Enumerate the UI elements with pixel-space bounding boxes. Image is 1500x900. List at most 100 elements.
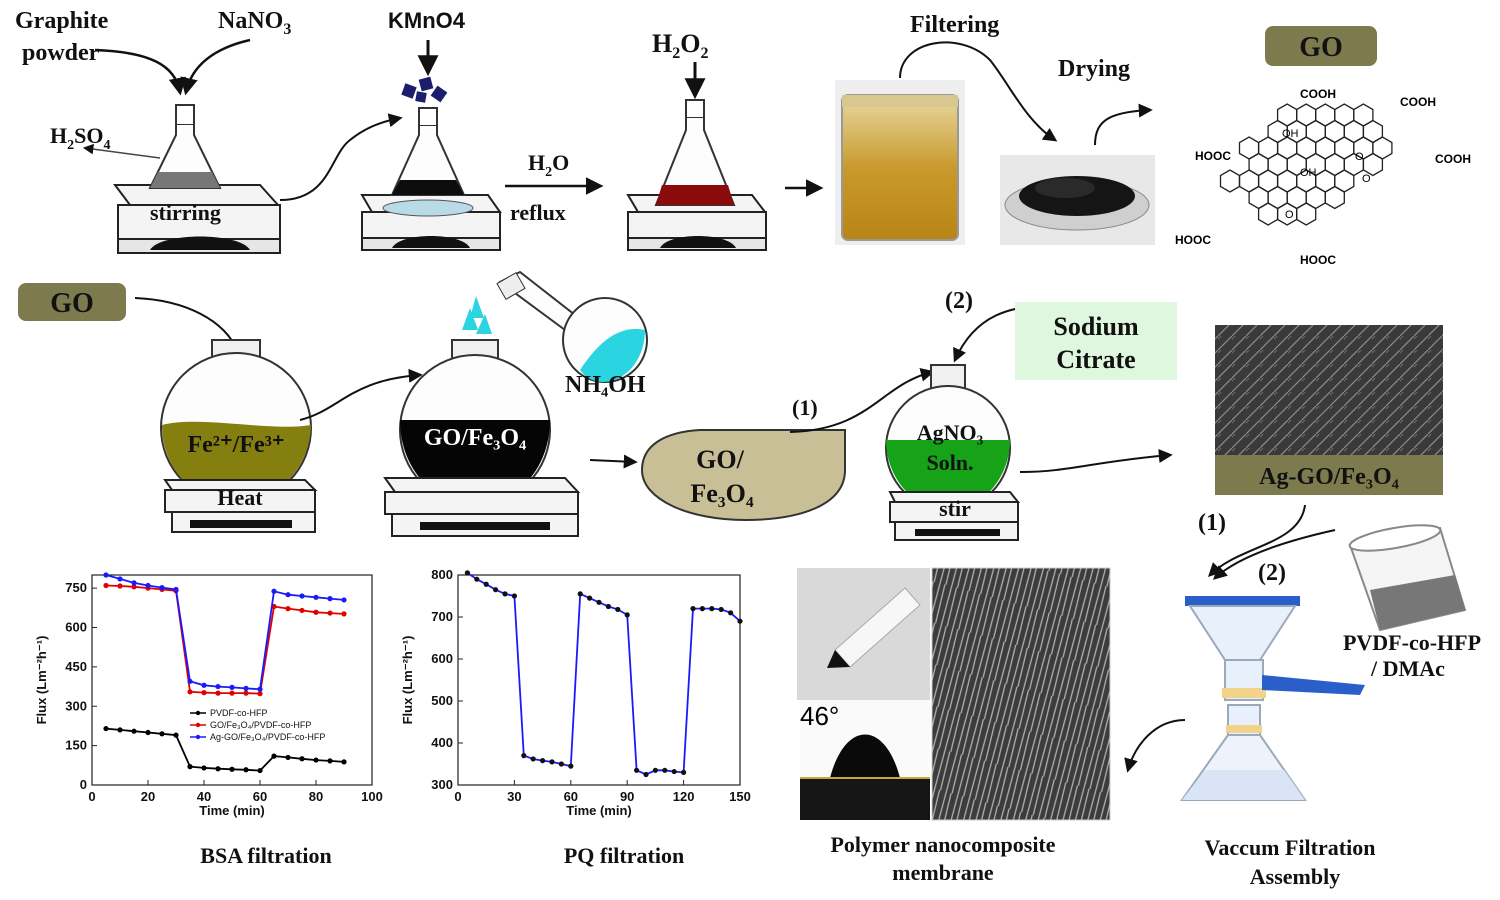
data-point <box>117 583 123 589</box>
data-point <box>662 767 668 773</box>
data-point <box>215 683 221 690</box>
data-point <box>699 606 706 612</box>
data-point <box>285 592 291 598</box>
data-point <box>285 606 291 612</box>
go-hexagon-26 <box>1219 169 1241 193</box>
stirring-label: stirring <box>150 200 221 225</box>
flask-3 <box>654 99 736 206</box>
data-point <box>605 603 612 610</box>
polymer-caption-2: membrane <box>892 860 994 885</box>
x-tick-label: 0 <box>88 789 95 804</box>
go-badge-left <box>18 283 126 321</box>
data-point <box>257 691 263 697</box>
arrow-step1-to-2 <box>279 113 403 201</box>
drying-label: Drying <box>1058 56 1130 82</box>
heat-plate <box>163 479 318 533</box>
polymer-caption-1: Polymer nanocomposite <box>830 832 1055 857</box>
ag-go-label-bar <box>1215 455 1443 495</box>
data-point <box>215 690 221 696</box>
nh4oh-flask <box>496 270 648 383</box>
data-point <box>229 766 235 772</box>
legend-swatch-marker <box>195 710 201 716</box>
go-fe3o4-bubble <box>640 429 846 522</box>
step-1a-label: (1) <box>792 395 818 420</box>
step-2b-arrow <box>1212 529 1336 580</box>
step-2a-label: (2) <box>945 288 973 314</box>
h2so4-label: H2SO4 <box>50 123 110 153</box>
y-tick-label: 750 <box>65 580 87 595</box>
y-axis-label: Flux (Lm⁻²h⁻¹) <box>400 636 415 725</box>
filtering-beaker-photo <box>835 80 965 245</box>
fe-to-go-fe3o4-arrow <box>299 368 423 421</box>
data-point <box>634 767 640 773</box>
graphite-arrow <box>94 48 187 96</box>
citrate-label: Citrate <box>1056 345 1135 374</box>
data-point <box>643 771 649 778</box>
data-point <box>271 588 277 594</box>
reflux-label: reflux <box>510 200 566 225</box>
flask-1 <box>148 104 222 189</box>
data-point <box>341 611 347 617</box>
bsa-caption: BSA filtration <box>200 843 331 868</box>
vacuum-caption-2: Assembly <box>1250 864 1340 889</box>
data-point <box>103 725 109 732</box>
go-badge-top <box>1265 26 1377 66</box>
x-tick-label: 30 <box>507 789 521 804</box>
data-point <box>257 686 263 692</box>
pvdf-label: PVDF-co-HFP <box>1343 630 1481 655</box>
data-point <box>229 684 235 690</box>
data-point <box>596 599 602 605</box>
x-axis-label: Time (min) <box>199 803 265 818</box>
go-structure <box>1219 103 1393 226</box>
x-tick-label: 40 <box>197 789 211 804</box>
data-point <box>145 582 151 589</box>
cooh-1: COOH <box>1300 87 1336 101</box>
legend-swatch-marker <box>195 722 201 728</box>
go-fe3o4-flask-label: GO/Fe₃O₄ <box>424 425 526 451</box>
data-point <box>299 607 305 614</box>
data-point <box>327 596 333 602</box>
data-point <box>681 769 687 776</box>
legend-swatch-marker <box>195 734 201 740</box>
graphite-label: Graphite <box>15 8 109 34</box>
x-tick-label: 60 <box>564 789 578 804</box>
stir-label: stir <box>939 496 971 521</box>
contact-angle-label: 46° <box>800 701 839 731</box>
go-hexagon-37 <box>1324 185 1345 210</box>
data-point <box>159 731 165 737</box>
filtering-label: Filtering <box>910 12 999 38</box>
data-point <box>103 582 109 589</box>
legend-entry: GO/Fe₃O₄/PVDF-co-HFP <box>210 720 311 730</box>
y-tick-label: 700 <box>431 609 453 624</box>
data-point <box>502 591 508 597</box>
x-tick-label: 0 <box>454 789 461 804</box>
data-point <box>103 572 109 578</box>
data-point <box>540 758 546 764</box>
data-point <box>201 682 207 688</box>
data-point <box>145 729 151 736</box>
oh-1: OH <box>1282 128 1299 140</box>
stir-plate <box>888 491 1021 541</box>
data-point <box>131 580 137 586</box>
data-point <box>299 756 305 762</box>
data-point <box>530 756 536 762</box>
data-point <box>243 685 249 692</box>
flask-2 <box>382 107 474 217</box>
y-axis-label: Flux (Lm⁻²h⁻¹) <box>34 636 49 725</box>
data-point <box>313 594 319 600</box>
data-point <box>464 570 470 576</box>
data-point <box>187 764 193 770</box>
data-point <box>549 759 555 765</box>
hooc-3: HOOC <box>1300 253 1336 267</box>
to-bubble-arrow <box>589 454 638 469</box>
plot-frame <box>457 574 741 786</box>
go-hexagon-25 <box>1362 152 1384 177</box>
y-tick-label: 300 <box>65 698 87 713</box>
nano3-arrow <box>180 38 251 96</box>
data-point <box>690 606 696 612</box>
data-point <box>215 766 221 772</box>
x-tick-label: 100 <box>361 789 383 804</box>
membrane-photo <box>797 568 930 700</box>
agno3-label: AgNO₃ <box>917 420 984 445</box>
ag-go-sem-image <box>1215 325 1443 455</box>
